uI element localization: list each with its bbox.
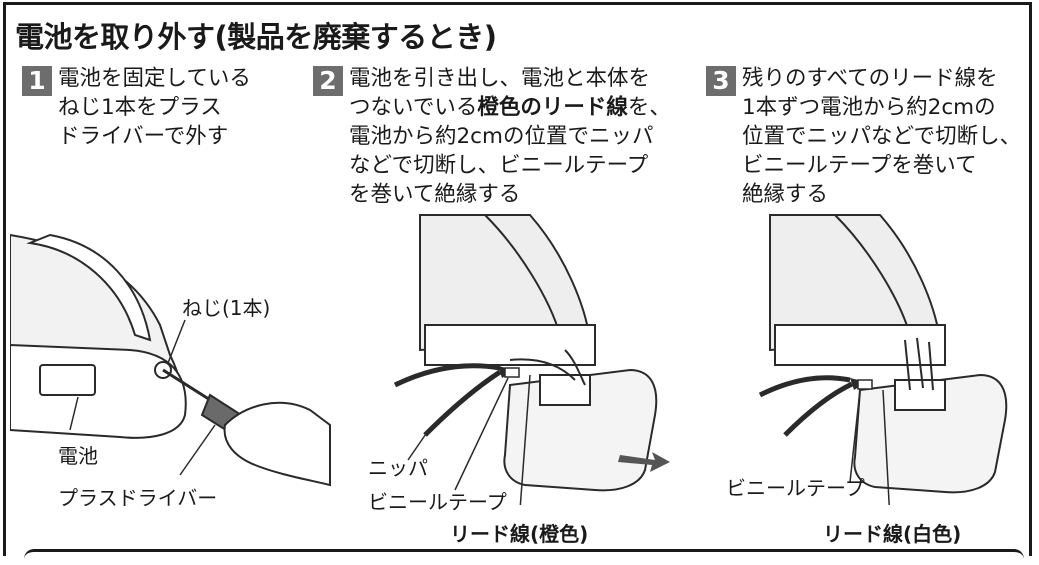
step-3-text: 残りのすべてのリード線を 1本ずつ電池から約2cmの 位置でニッパなどで切断し、… [742,66,1022,207]
label-nippers: ニッパ [368,456,428,480]
step-number-badge: 2 [313,66,343,96]
leader-line [179,424,216,476]
hand-illustration [223,401,331,487]
label-battery: 電池 [58,444,98,468]
device-illustration [758,214,1008,505]
emphasis-orange-lead: 橙色のリード線 [477,95,628,120]
label-lead-orange: リード線(橙色) [450,522,589,546]
vinyl-tape-icon [504,367,520,378]
device-illustration [10,233,331,487]
page-frame [3,2,1032,560]
leader-line [454,377,509,491]
battery-pack-icon [853,373,1008,494]
leader-line [849,389,861,483]
page-title: 電池を取り外す(製品を廃棄するとき) [15,20,497,54]
label-lead-white: リード線(白色) [823,522,962,546]
leader-line [519,374,531,505]
nippers-icon [758,375,867,437]
leader-line [167,319,186,364]
leader-line [69,396,79,431]
pull-arrow-icon [618,452,670,472]
step-number-badge: 1 [22,66,52,96]
label-vinyl-tape: ビニールテープ [726,476,865,500]
screw-icon [154,361,172,379]
step-1-text: 電池を固定している ねじ1本をプラス ドライバーで外す [58,66,251,149]
leader-line [882,389,890,505]
device-illustration [393,214,670,505]
label-screw: ねじ(1本) [182,296,271,320]
leader-line [407,427,431,461]
label-vinyl-tape: ビニールテープ [368,490,507,514]
step-number-badge: 3 [706,66,736,96]
vinyl-tape-icon [857,379,873,390]
battery-pack-icon [503,368,658,492]
next-section-rule [24,549,1024,559]
label-screwdriver: プラスドライバー [58,486,218,510]
step-2-text: 電池を引き出し、電池と本体を つないでいる橙色のリード線を、 電池から約2cmの… [349,66,671,207]
